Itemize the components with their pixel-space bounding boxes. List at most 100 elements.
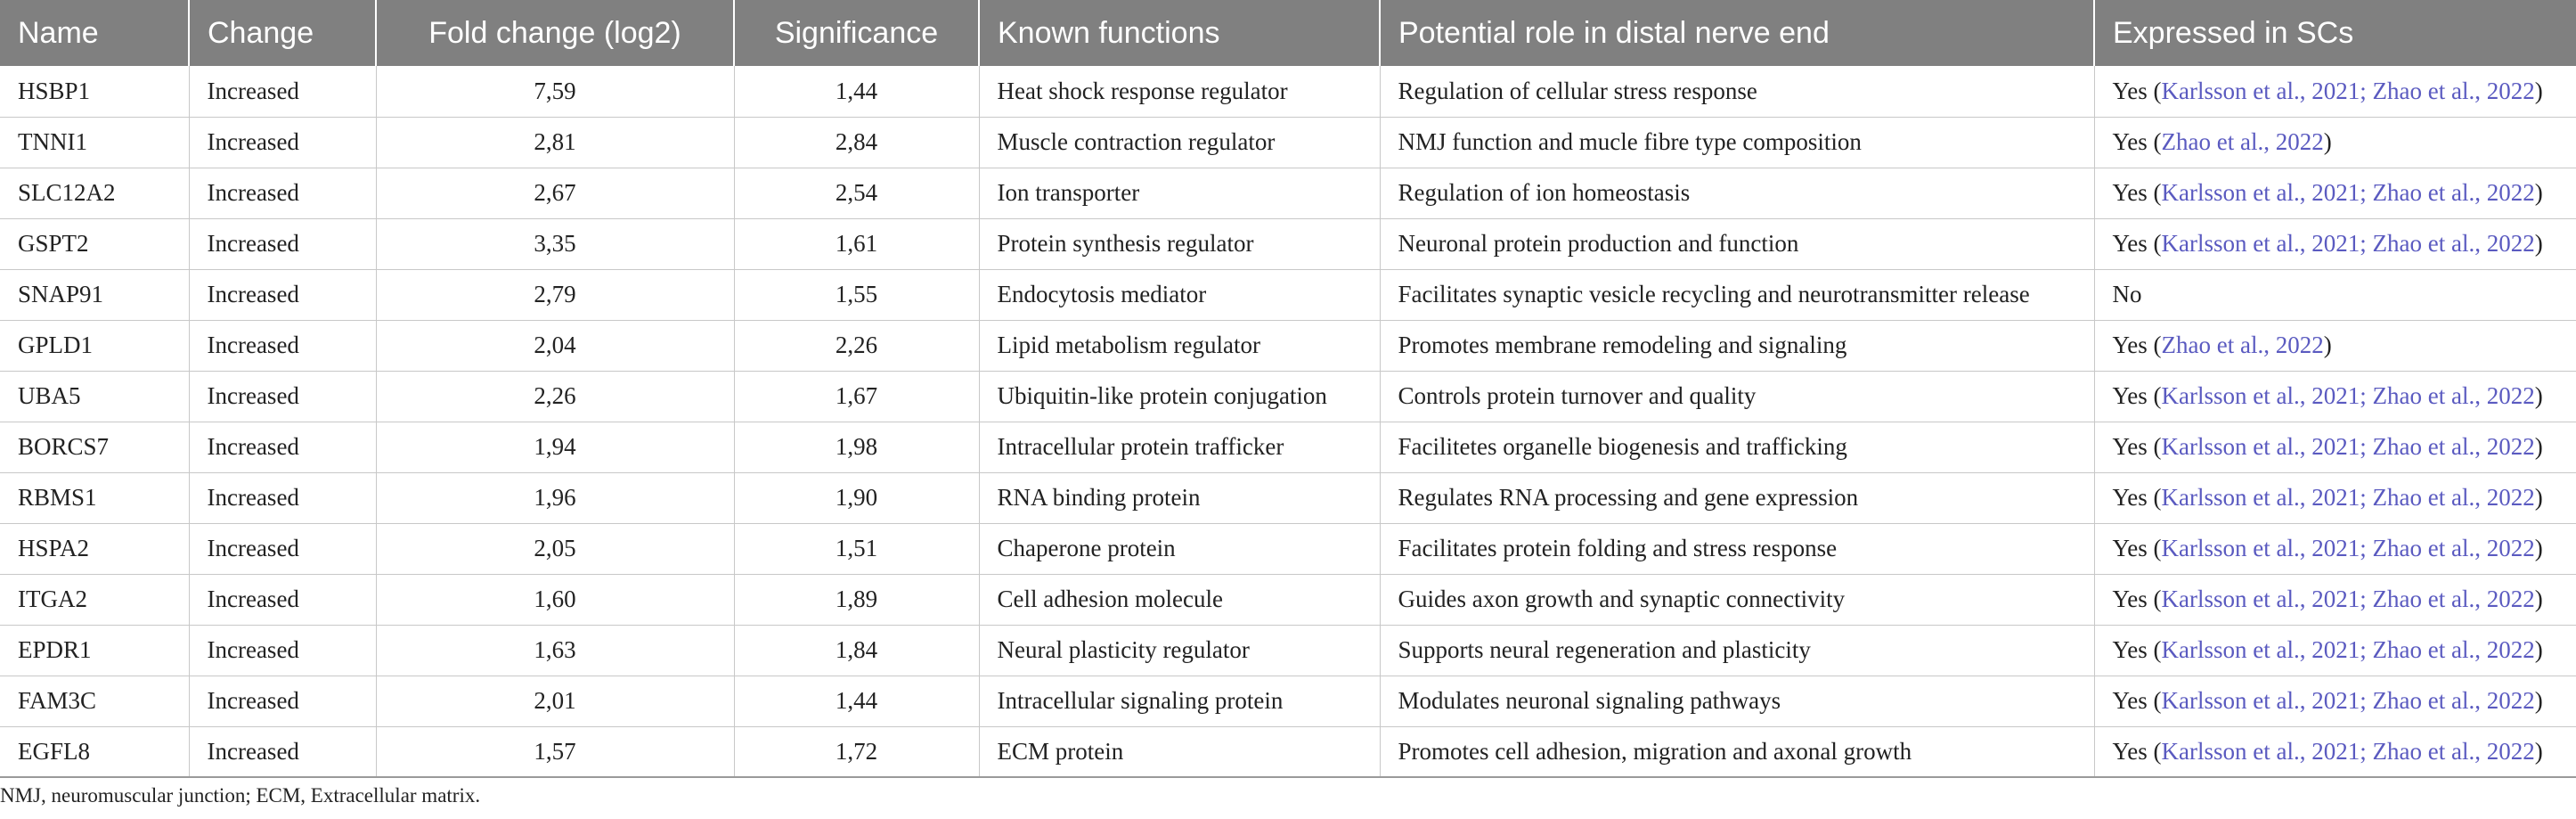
cell-significance: 1,90: [734, 472, 980, 524]
cell-fold-change: 1,63: [376, 625, 735, 676]
cell-known-functions: Cell adhesion molecule: [979, 574, 1381, 626]
cell-known-functions: Chaperone protein: [979, 523, 1381, 575]
cell-known-functions: Lipid metabolism regulator: [979, 320, 1381, 372]
cell-expressed-in-scs: Yes (Karlsson et al., 2021; Zhao et al.,…: [2094, 371, 2576, 422]
cell-gene-name: TNNI1: [0, 117, 190, 168]
cell-known-functions: Endocytosis mediator: [979, 269, 1381, 321]
cell-known-functions: RNA binding protein: [979, 472, 1381, 524]
cell-significance: 2,54: [734, 168, 980, 219]
cell-expressed-in-scs: Yes (Karlsson et al., 2021; Zhao et al.,…: [2094, 523, 2576, 575]
cell-change: Increased: [189, 269, 377, 321]
cell-known-functions: Ubiquitin-like protein conjugation: [979, 371, 1381, 422]
cell-significance: 2,26: [734, 320, 980, 372]
cell-change: Increased: [189, 625, 377, 676]
expressed-status: Yes (: [2112, 332, 2162, 358]
expressed-status: Yes (: [2112, 586, 2162, 612]
cell-gene-name: EPDR1: [0, 625, 190, 676]
expressed-status: Yes (: [2112, 433, 2162, 460]
expressed-closing-paren: ): [2534, 484, 2543, 511]
cell-fold-change: 2,01: [376, 676, 735, 727]
expressed-closing-paren: ): [2323, 332, 2332, 358]
cell-expressed-in-scs: Yes (Karlsson et al., 2021; Zhao et al.,…: [2094, 168, 2576, 219]
cell-fold-change: 3,35: [376, 218, 735, 270]
cell-significance: 1,44: [734, 676, 980, 727]
reference-link[interactable]: Karlsson et al., 2021; Zhao et al., 2022: [2161, 179, 2535, 206]
expressed-status: Yes (: [2112, 128, 2162, 155]
cell-fold-change: 2,67: [376, 168, 735, 219]
cell-fold-change: 2,05: [376, 523, 735, 575]
expressed-closing-paren: ): [2323, 128, 2332, 155]
expressed-closing-paren: ): [2534, 586, 2543, 612]
cell-expressed-in-scs: Yes (Karlsson et al., 2021; Zhao et al.,…: [2094, 66, 2576, 118]
cell-known-functions: Muscle contraction regulator: [979, 117, 1381, 168]
expressed-status: Yes (: [2112, 382, 2162, 409]
cell-change: Increased: [189, 371, 377, 422]
expressed-status: Yes (: [2112, 230, 2162, 257]
cell-potential-role: Neuronal protein production and function: [1380, 218, 2095, 270]
table-header: Name Change Fold change (log2) Significa…: [0, 0, 2576, 66]
cell-known-functions: Neural plasticity regulator: [979, 625, 1381, 676]
reference-link[interactable]: Karlsson et al., 2021; Zhao et al., 2022: [2161, 433, 2535, 460]
cell-expressed-in-scs: Yes (Karlsson et al., 2021; Zhao et al.,…: [2094, 625, 2576, 676]
cell-gene-name: ITGA2: [0, 574, 190, 626]
cell-significance: 2,84: [734, 117, 980, 168]
cell-change: Increased: [189, 523, 377, 575]
cell-change: Increased: [189, 168, 377, 219]
reference-link[interactable]: Karlsson et al., 2021; Zhao et al., 2022: [2161, 636, 2535, 663]
cell-gene-name: HSBP1: [0, 66, 190, 118]
reference-link[interactable]: Karlsson et al., 2021; Zhao et al., 2022: [2161, 382, 2535, 409]
cell-significance: 1,84: [734, 625, 980, 676]
cell-potential-role: Facilitetes organelle biogenesis and tra…: [1380, 422, 2095, 473]
cell-expressed-in-scs: Yes (Zhao et al., 2022): [2094, 320, 2576, 372]
expressed-closing-paren: ): [2534, 433, 2543, 460]
cell-fold-change: 2,26: [376, 371, 735, 422]
cell-potential-role: Regulation of ion homeostasis: [1380, 168, 2095, 219]
cell-significance: 1,55: [734, 269, 980, 321]
header-known-functions: Known functions: [979, 0, 1381, 66]
cell-potential-role: Regulates RNA processing and gene expres…: [1380, 472, 2095, 524]
header-name: Name: [0, 0, 190, 66]
reference-link[interactable]: Karlsson et al., 2021; Zhao et al., 2022: [2161, 687, 2535, 714]
reference-link[interactable]: Karlsson et al., 2021; Zhao et al., 2022: [2161, 77, 2535, 104]
reference-link[interactable]: Zhao et al., 2022: [2161, 332, 2324, 358]
reference-link[interactable]: Karlsson et al., 2021; Zhao et al., 2022: [2161, 484, 2535, 511]
cell-gene-name: FAM3C: [0, 676, 190, 727]
cell-significance: 1,89: [734, 574, 980, 626]
cell-fold-change: 2,04: [376, 320, 735, 372]
cell-known-functions: Intracellular signaling protein: [979, 676, 1381, 727]
cell-change: Increased: [189, 66, 377, 118]
expressed-closing-paren: ): [2534, 77, 2543, 104]
cell-potential-role: Promotes membrane remodeling and signali…: [1380, 320, 2095, 372]
cell-change: Increased: [189, 422, 377, 473]
cell-expressed-in-scs: Yes (Karlsson et al., 2021; Zhao et al.,…: [2094, 422, 2576, 473]
header-significance: Significance: [734, 0, 980, 66]
expressed-closing-paren: ): [2534, 179, 2543, 206]
cell-known-functions: Protein synthesis regulator: [979, 218, 1381, 270]
cell-significance: 1,98: [734, 422, 980, 473]
reference-link[interactable]: Karlsson et al., 2021; Zhao et al., 2022: [2161, 230, 2535, 257]
reference-link[interactable]: Karlsson et al., 2021; Zhao et al., 2022: [2161, 737, 2535, 765]
cell-expressed-in-scs: Yes (Karlsson et al., 2021; Zhao et al.,…: [2094, 726, 2576, 778]
reference-link[interactable]: Karlsson et al., 2021; Zhao et al., 2022: [2161, 535, 2535, 561]
cell-gene-name: GPLD1: [0, 320, 190, 372]
cell-potential-role: Guides axon growth and synaptic connecti…: [1380, 574, 2095, 626]
reference-link[interactable]: Zhao et al., 2022: [2161, 128, 2324, 155]
expressed-status: Yes (: [2112, 636, 2162, 663]
cell-change: Increased: [189, 320, 377, 372]
expressed-closing-paren: ): [2534, 230, 2543, 257]
cell-potential-role: Supports neural regeneration and plastic…: [1380, 625, 2095, 676]
cell-known-functions: Intracellular protein trafficker: [979, 422, 1381, 473]
cell-potential-role: Facilitates synaptic vesicle recycling a…: [1380, 269, 2095, 321]
header-potential-role: Potential role in distal nerve end: [1380, 0, 2095, 66]
cell-fold-change: 2,79: [376, 269, 735, 321]
reference-link[interactable]: Karlsson et al., 2021; Zhao et al., 2022: [2161, 586, 2535, 612]
